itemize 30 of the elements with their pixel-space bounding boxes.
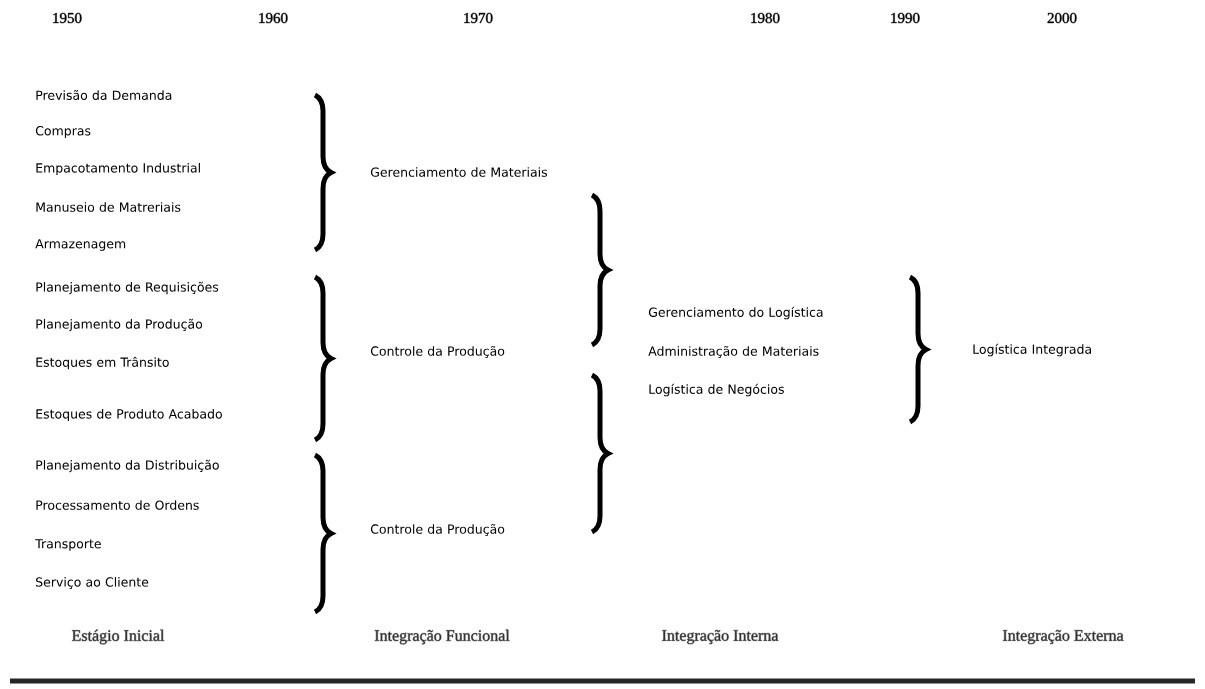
year-label: 1950 — [53, 12, 82, 24]
item-label: Previsão da Demanda — [36, 90, 172, 100]
item-label: Empacotamento Industrial — [36, 162, 200, 176]
item-label: Serviço ao Cliente — [36, 577, 149, 589]
item-label: Estoques de Produto Acabado — [36, 408, 222, 422]
year-label: 1980 — [751, 12, 780, 24]
item-label: Administração de Materiais — [648, 345, 819, 359]
item-label: Compras — [35, 126, 91, 138]
stage-label: Integração Interna — [661, 629, 779, 645]
item-label: Gerenciamento do Logística — [648, 306, 823, 320]
item-label: Planejamento de Requisições — [36, 281, 219, 295]
item-label: Logística de Negócios — [649, 383, 784, 397]
year-label: 1970 — [464, 12, 493, 24]
item-label: Gerenciamento de Materiais — [370, 167, 548, 177]
item-label: Controle da Produção — [370, 345, 505, 359]
stage-label: Integração Externa — [1002, 629, 1124, 645]
item-label: Planejamento da Distribuição — [36, 459, 219, 473]
item-label: Planejamento da Produção — [36, 318, 203, 332]
year-label: 2000 — [1047, 12, 1077, 24]
item-label: Manuseio de Matreriais — [36, 202, 181, 212]
year-label: 1990 — [891, 12, 920, 24]
item-label: Armazenagem — [35, 239, 126, 251]
year-label: 1960 — [259, 12, 288, 24]
stage-label: Integração Funcional — [374, 629, 510, 645]
item-label: Transporte — [35, 539, 101, 551]
item-label: Processamento de Ordens — [36, 500, 199, 510]
item-label: Logística Integrada — [973, 343, 1091, 357]
item-label: Estoques em Trânsito — [36, 356, 169, 370]
item-label: Controle da Produção — [370, 523, 505, 537]
stage-label: Estágio Inicial — [71, 629, 165, 645]
